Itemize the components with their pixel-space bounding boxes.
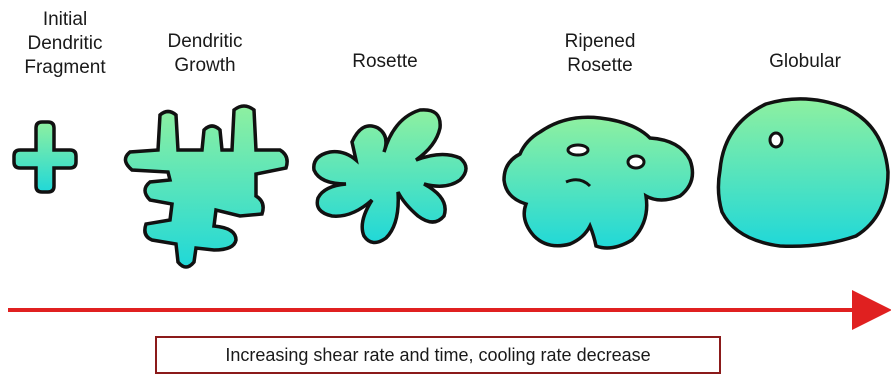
shape-initial-dendritic-fragment [14, 122, 76, 192]
ripened-rosette-pore [568, 145, 588, 155]
shape-globular [718, 99, 888, 246]
shape-ripened-rosette [504, 117, 692, 248]
ripened-rosette-pore [628, 156, 644, 168]
shape-dendritic-growth [125, 106, 287, 267]
globular-pore [770, 133, 782, 147]
shape-rosette [314, 110, 466, 243]
caption-box: Increasing shear rate and time, cooling … [155, 336, 721, 374]
caption-text: Increasing shear rate and time, cooling … [225, 345, 650, 366]
